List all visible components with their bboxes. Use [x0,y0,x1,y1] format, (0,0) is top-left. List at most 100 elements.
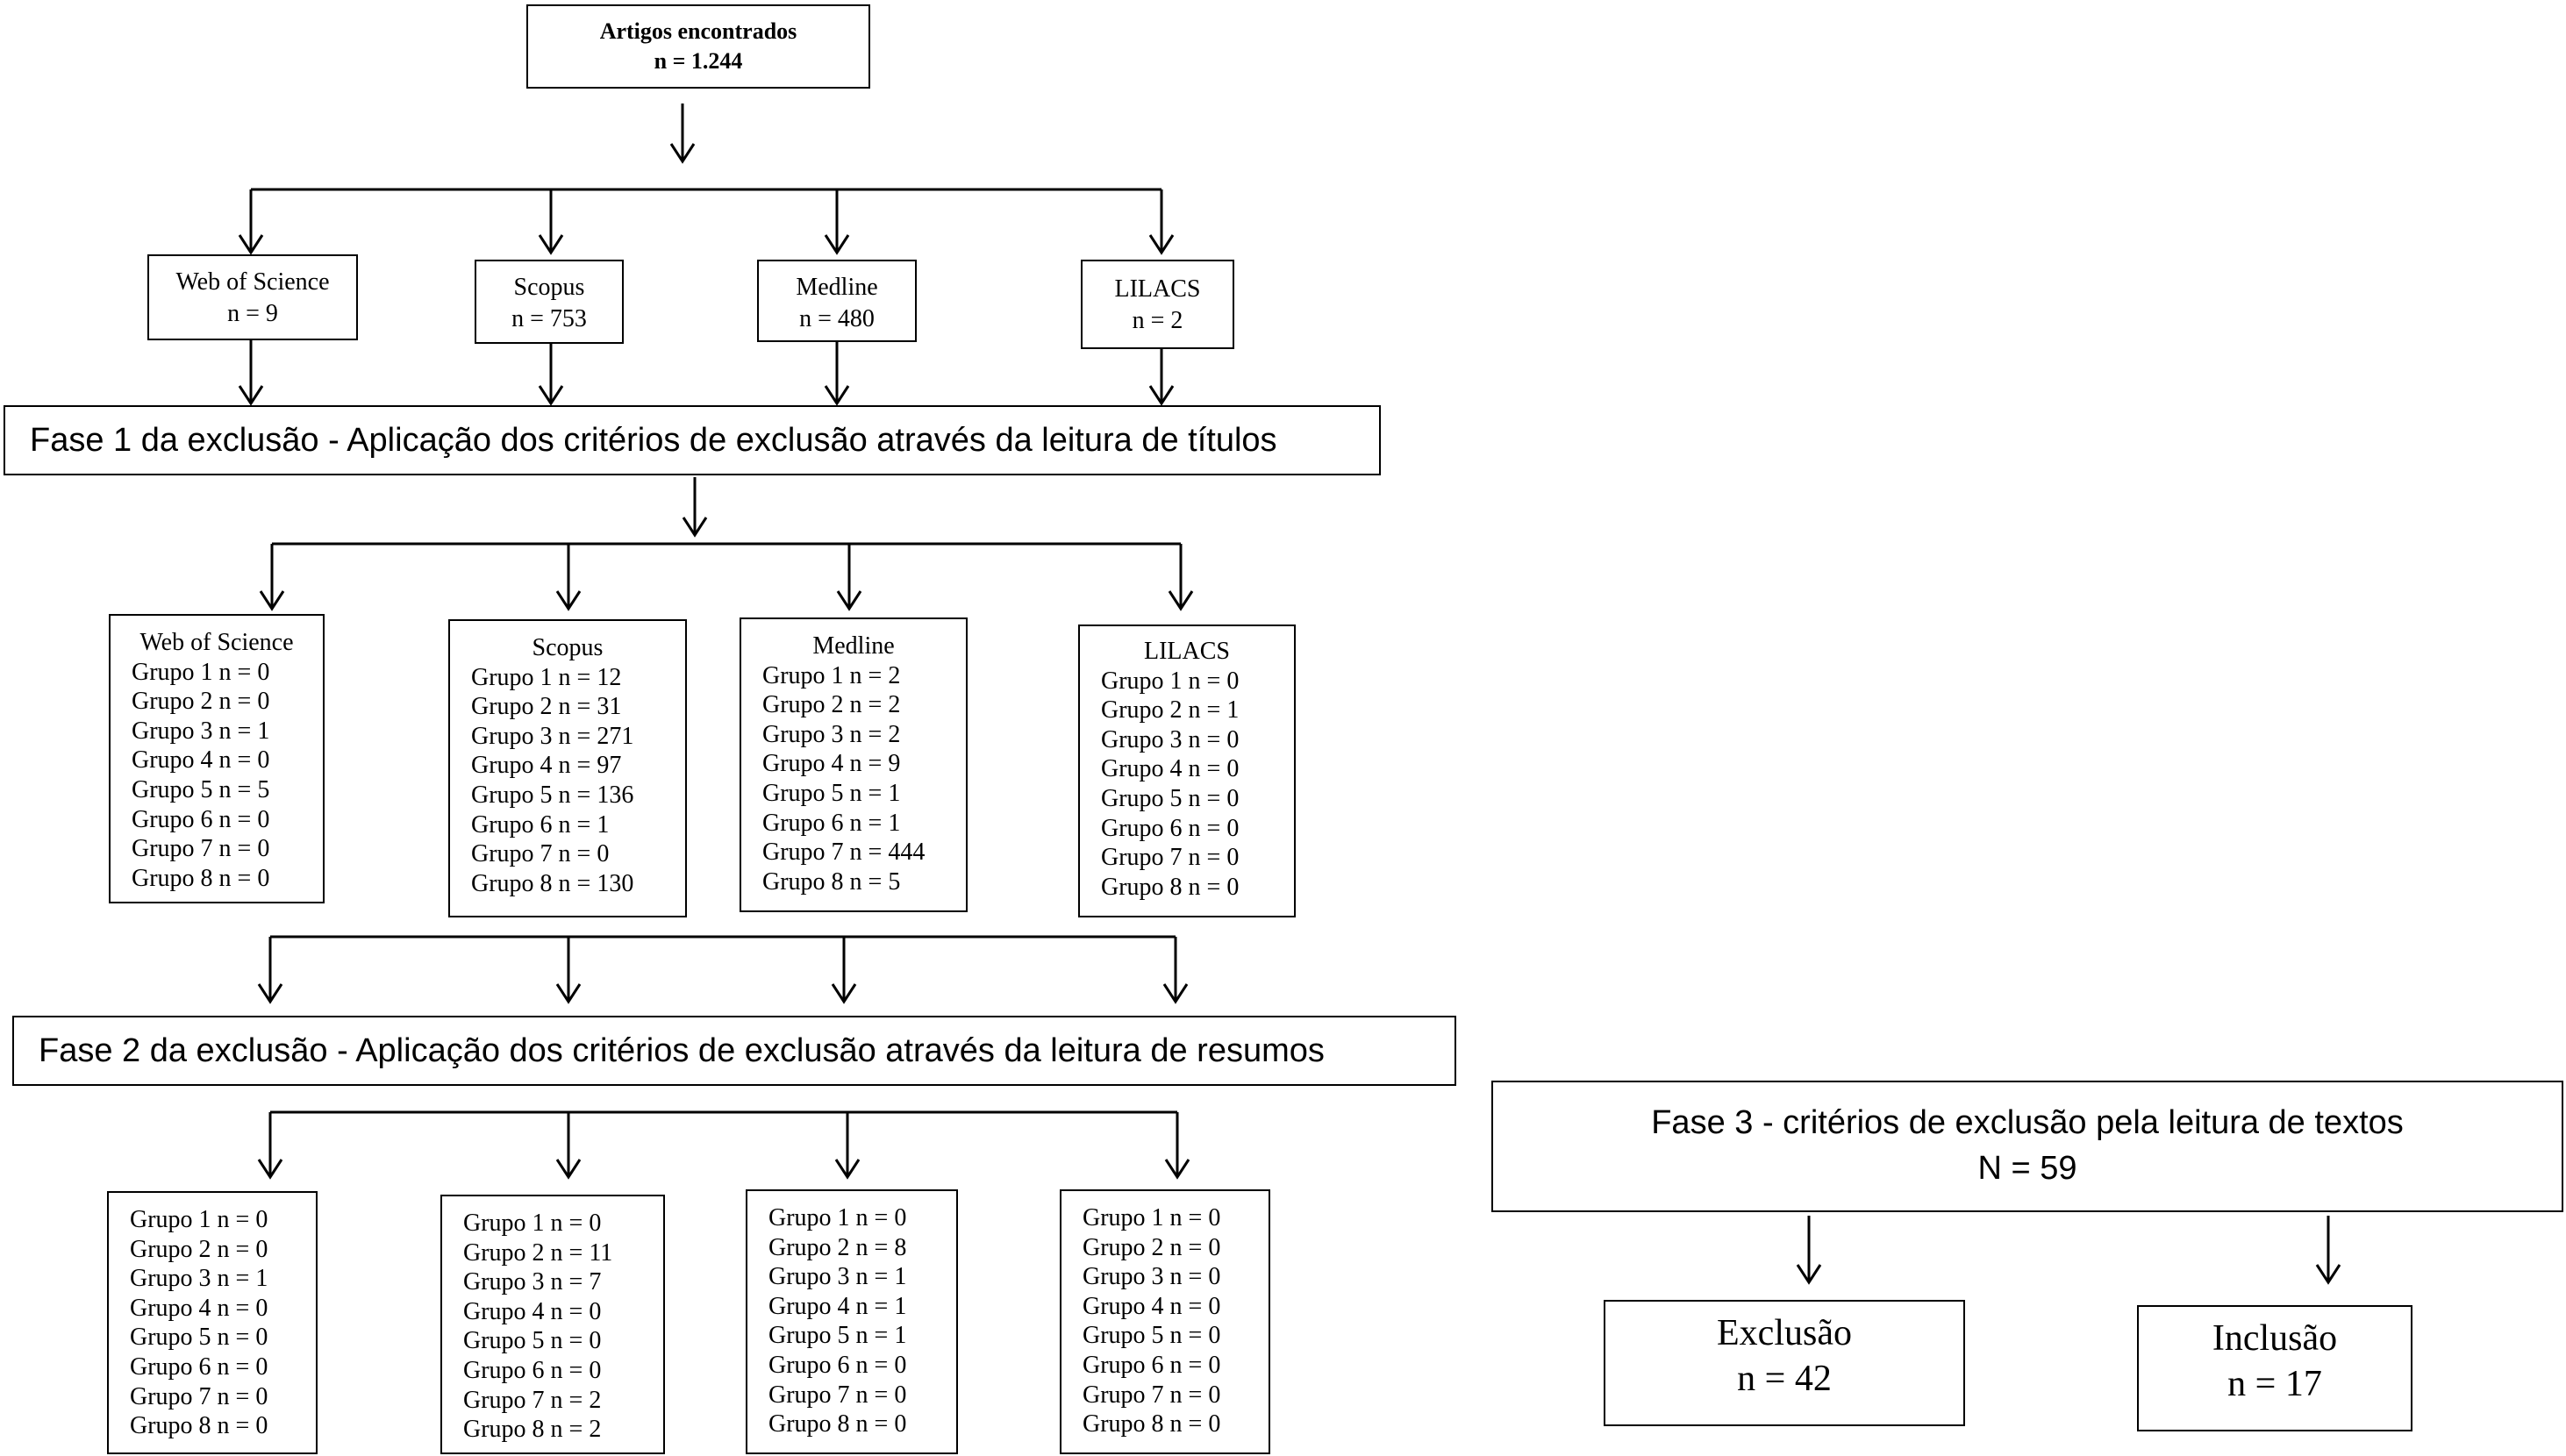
source-name: Scopus [513,274,585,301]
group-box-header: LILACS [1144,638,1230,665]
phase2-groups-2: Grupo 1 n = 0 Grupo 2 n = 11 Grupo 3 n =… [440,1195,665,1454]
group-line: Grupo 5 n = 0 [130,1324,268,1352]
group-line: Grupo 8 n = 0 [768,1410,907,1438]
group-line: Grupo 3 n = 0 [1083,1263,1221,1291]
group-line: Grupo 3 n = 2 [762,720,901,748]
group-line: Grupo 6 n = 0 [132,805,270,833]
group-line: Grupo 3 n = 1 [130,1265,268,1293]
phase-3-box: Fase 3 - critérios de exclusão pela leit… [1491,1081,2563,1212]
phase-3-title: Fase 3 - critérios de exclusão pela leit… [1651,1104,2404,1141]
group-line: Grupo 7 n = 444 [762,839,926,867]
group-line: Grupo 6 n = 0 [463,1356,602,1384]
group-line: Grupo 3 n = 1 [132,717,270,745]
arrow-head [1162,983,1189,1004]
group-line: Grupo 2 n = 8 [768,1233,907,1261]
group-line: Grupo 4 n = 0 [1101,755,1240,783]
arrow-head [1148,385,1175,406]
source-count: n = 9 [227,300,278,327]
phase2-groups-4: Grupo 1 n = 0 Grupo 2 n = 0 Grupo 3 n = … [1060,1189,1270,1454]
group-box-header: Medline [812,632,895,660]
group-line: Grupo 4 n = 0 [130,1294,268,1322]
group-line: Grupo 7 n = 0 [132,835,270,863]
group-box-header: Web of Science [139,629,294,656]
arrow-head [1164,1159,1190,1180]
phase2-groups-3: Grupo 1 n = 0 Grupo 2 n = 8 Grupo 3 n = … [746,1189,958,1454]
group-line: Grupo 2 n = 11 [463,1238,613,1267]
arrow-head [682,517,708,538]
exclusion-count: n = 42 [1737,1359,1832,1399]
group-line: Grupo 8 n = 2 [463,1416,602,1444]
arrow-head [831,983,857,1004]
arrow-head [555,1159,582,1180]
group-line: Grupo 8 n = 130 [471,869,634,897]
arrow-head [257,983,283,1004]
phase1-groups-web-of-science: Web of Science Grupo 1 n = 0 Grupo 2 n =… [109,614,325,903]
group-line: Grupo 5 n = 1 [762,779,901,807]
group-line: Grupo 5 n = 0 [1083,1322,1221,1350]
group-line: Grupo 2 n = 1 [1101,696,1240,724]
group-line: Grupo 1 n = 0 [1083,1204,1221,1231]
group-line: Grupo 2 n = 0 [132,688,270,716]
arrow-head [836,590,862,611]
group-line: Grupo 7 n = 0 [1083,1381,1221,1409]
arrow-head [824,385,850,406]
exclusion-box: Exclusão n = 42 [1604,1300,1965,1426]
phase-1-box: Fase 1 da exclusão - Aplicação dos crité… [4,405,1381,475]
source-box-scopus: Scopus n = 753 [475,260,624,344]
group-line: Grupo 1 n = 0 [463,1210,602,1237]
source-box-web-of-science: Web of Science n = 9 [147,254,358,340]
group-line: Grupo 1 n = 2 [762,661,901,689]
group-line: Grupo 7 n = 0 [768,1381,907,1409]
group-line: Grupo 8 n = 0 [1101,873,1240,901]
group-line: Grupo 7 n = 0 [130,1382,268,1410]
group-line: Grupo 1 n = 0 [768,1204,907,1231]
group-line: Grupo 7 n = 0 [1101,844,1240,872]
inclusion-label: Inclusão [2212,1318,2338,1359]
source-name: LILACS [1114,275,1201,303]
arrow-head [1148,234,1175,255]
source-count: n = 480 [799,305,875,332]
arrow-head [257,1159,283,1180]
arrow-head [238,385,264,406]
source-name: Medline [796,274,878,301]
arrow-head [1796,1264,1822,1285]
inclusion-box: Inclusão n = 17 [2137,1305,2412,1431]
arrow-head [1168,590,1194,611]
group-line: Grupo 2 n = 31 [471,693,622,721]
inclusion-count: n = 17 [2227,1364,2322,1404]
phase-3-count: N = 59 [1977,1150,2077,1187]
group-line: Grupo 5 n = 5 [132,775,270,803]
group-line: Grupo 5 n = 1 [768,1322,907,1350]
group-line: Grupo 8 n = 5 [762,867,901,896]
arrow-head [538,385,564,406]
group-line: Grupo 3 n = 1 [768,1263,907,1291]
group-line: Grupo 2 n = 0 [130,1235,268,1263]
group-box-header: Scopus [532,634,604,661]
arrow-head [834,1159,861,1180]
phase-1-text: Fase 1 da exclusão - Aplicação dos crité… [30,422,1277,459]
group-line: Grupo 4 n = 97 [471,752,622,780]
group-line: Grupo 5 n = 0 [1101,784,1240,812]
source-count: n = 753 [511,305,587,332]
articles-found-box: Artigos encontrados n = 1.244 [526,4,870,89]
phase1-groups-medline: Medline Grupo 1 n = 2 Grupo 2 n = 2 Grup… [740,617,968,912]
group-line: Grupo 6 n = 1 [471,810,610,839]
group-line: Grupo 8 n = 0 [130,1412,268,1440]
arrow-head [555,983,582,1004]
group-line: Grupo 5 n = 136 [471,781,634,809]
arrow-head [669,143,696,164]
group-line: Grupo 8 n = 0 [1083,1410,1221,1438]
group-line: Grupo 6 n = 1 [762,809,901,837]
group-line: Grupo 7 n = 0 [471,840,610,868]
group-line: Grupo 1 n = 0 [132,658,270,686]
group-line: Grupo 3 n = 7 [463,1268,602,1296]
group-line: Grupo 6 n = 0 [768,1351,907,1379]
phase1-groups-scopus: Scopus Grupo 1 n = 12 Grupo 2 n = 31 Gru… [448,619,687,917]
group-line: Grupo 3 n = 271 [471,722,634,750]
group-line: Grupo 5 n = 0 [463,1327,602,1355]
arrow-head [2315,1264,2341,1285]
group-line: Grupo 2 n = 2 [762,691,901,719]
group-line: Grupo 6 n = 0 [130,1353,268,1381]
